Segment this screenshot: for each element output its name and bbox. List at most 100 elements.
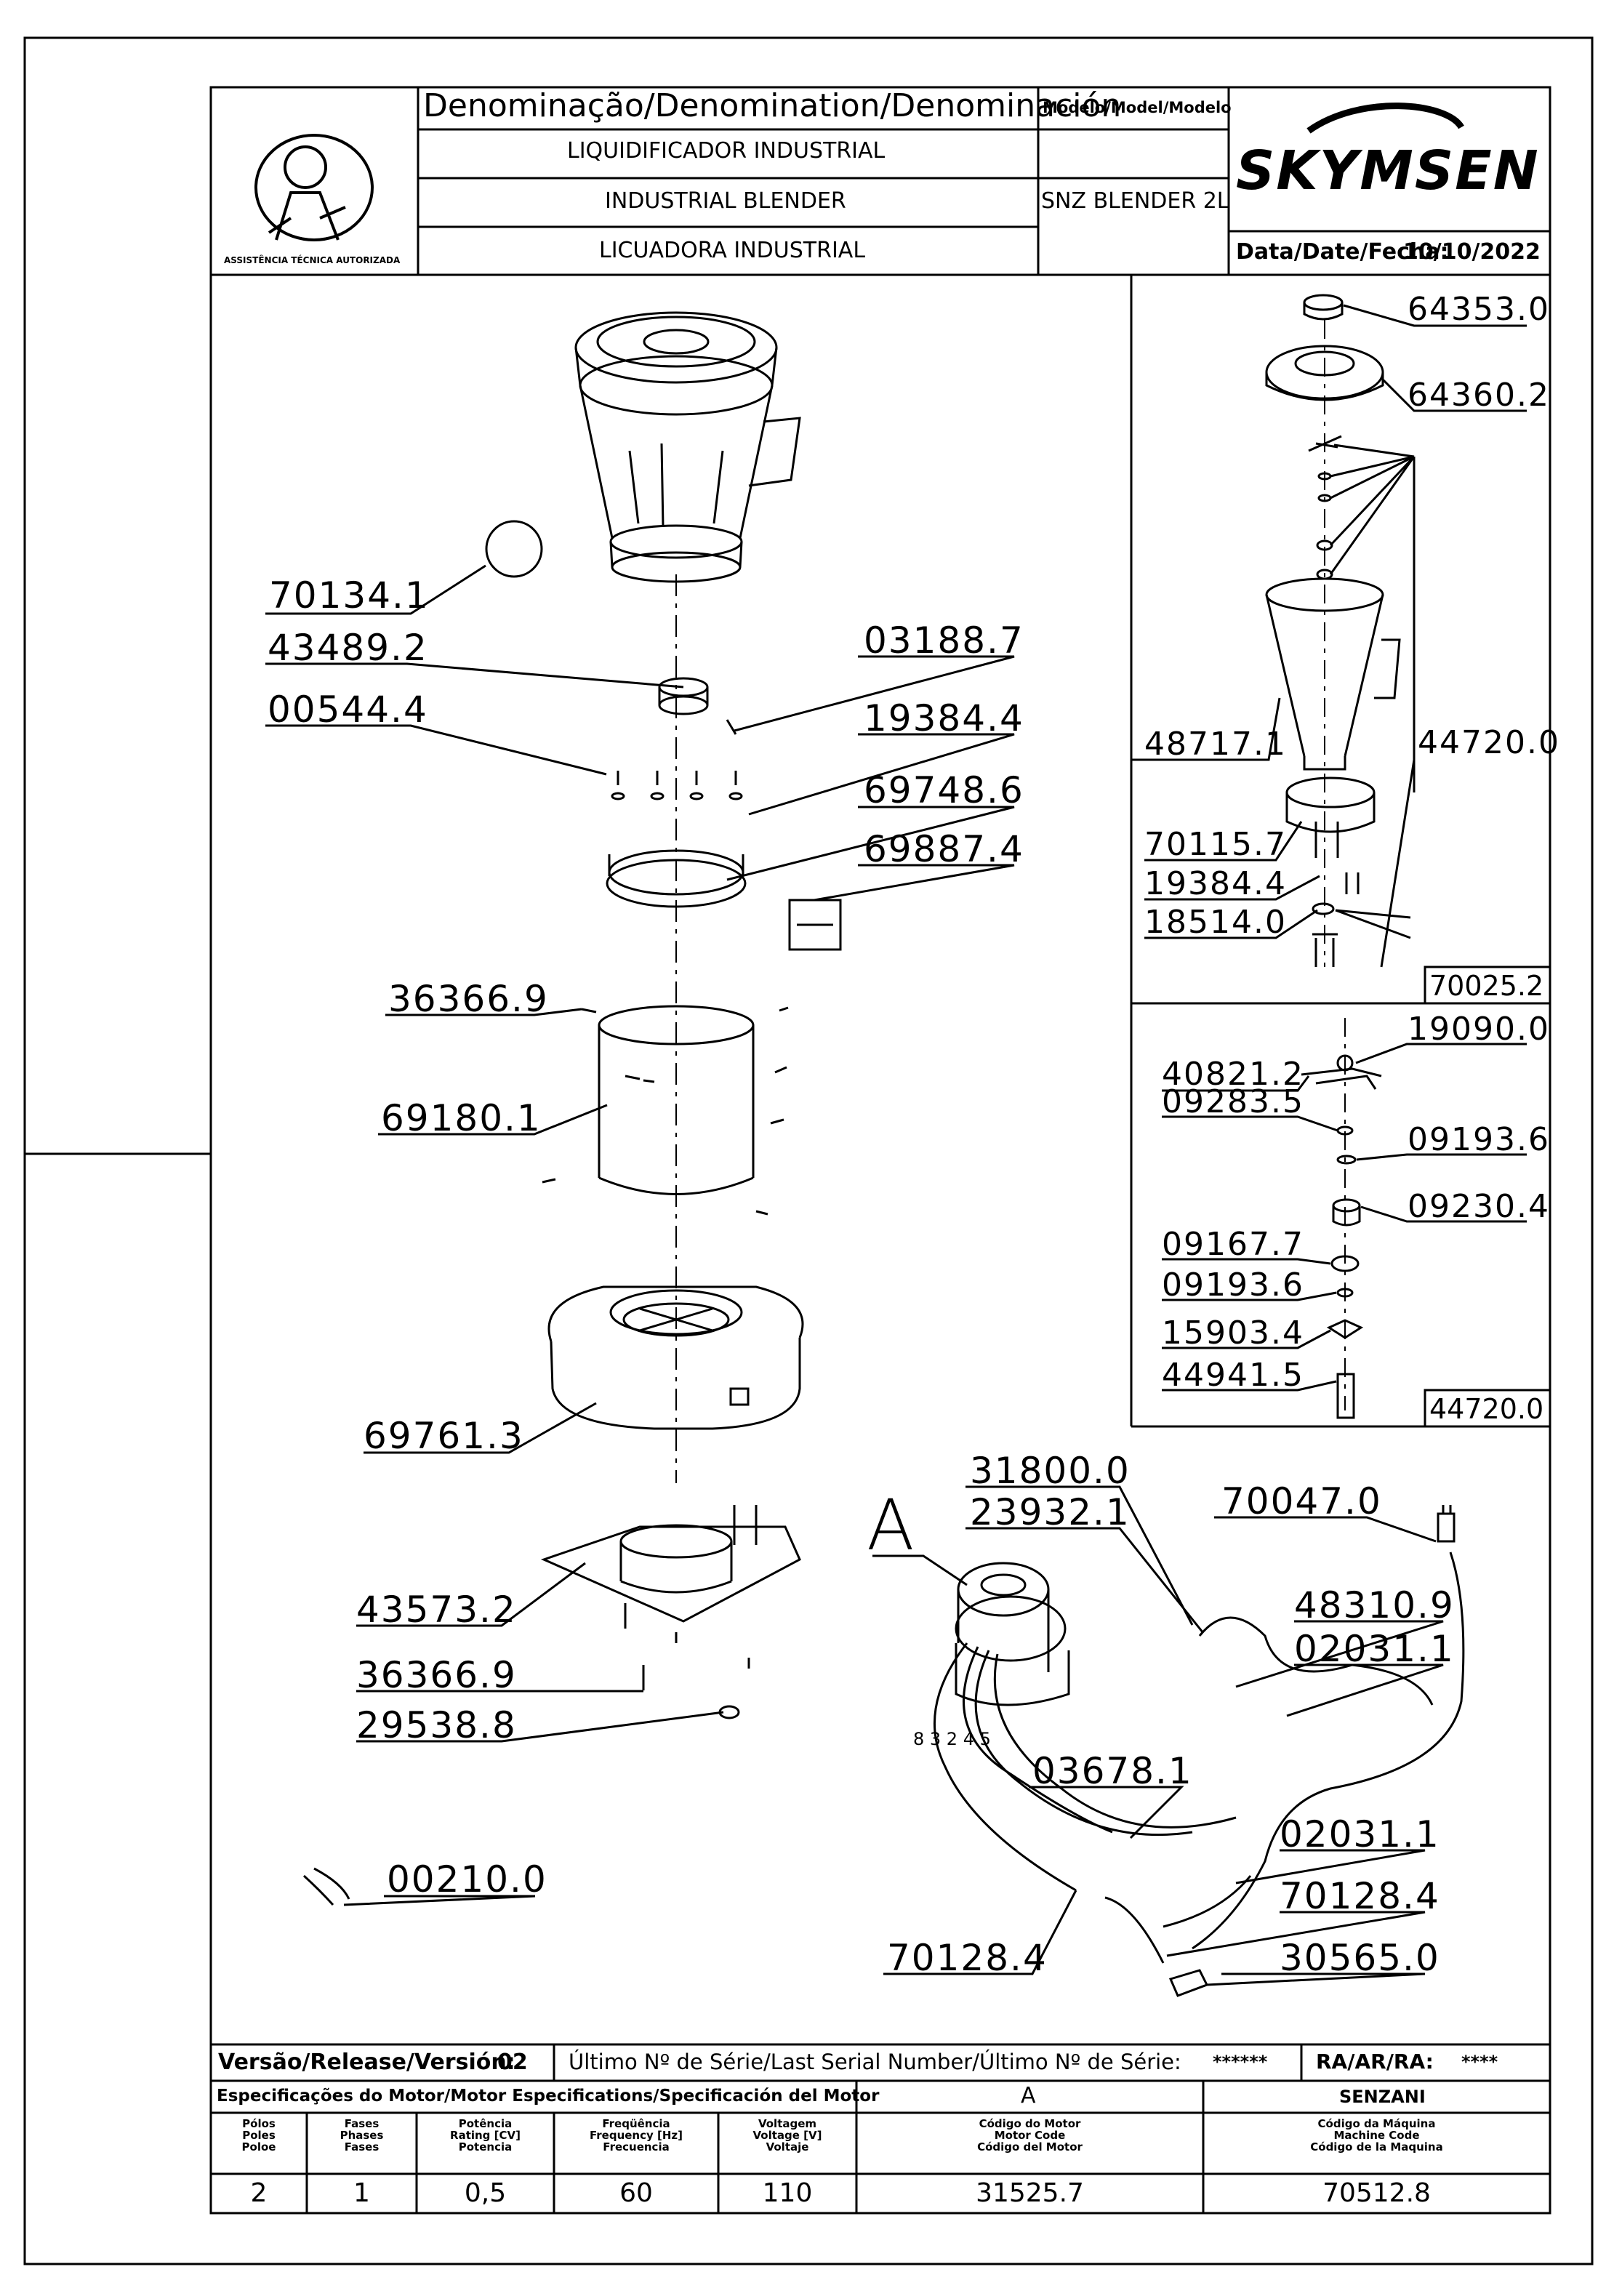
part-label: 43573.2 — [356, 1589, 517, 1631]
ra-value: **** — [1461, 2052, 1498, 2072]
part-label: 31800.0 — [970, 1450, 1131, 1492]
part-label: 02031.1 — [1280, 1813, 1440, 1855]
part-label: 64353.0 — [1408, 291, 1550, 328]
lid-cap — [1303, 294, 1344, 311]
screw-bottom — [642, 1658, 750, 1690]
part-label: 70128.4 — [1280, 1875, 1440, 1917]
jar-small — [1265, 577, 1401, 771]
coupling-part — [658, 677, 709, 715]
col-header-frequency: Freqüência Frequency [Hz] Frecuencia — [589, 2117, 683, 2153]
col-header-machine-code: Código da Máquina Machine Code Código de… — [1310, 2117, 1443, 2153]
manufacturer: SENZANI — [1339, 2087, 1426, 2107]
part-label: 69887.4 — [864, 828, 1024, 870]
motor-wires — [933, 1642, 1237, 1892]
serial-label: Último Nº de Série/Last Serial Number/Úl… — [569, 2050, 1181, 2074]
part-label: 30565.0 — [1280, 1937, 1440, 1979]
motor — [955, 1562, 1070, 1706]
part-label: 09193.6 — [1408, 1121, 1550, 1158]
part-label: 48717.1 — [1144, 726, 1287, 763]
detail-a-leader — [872, 1554, 968, 1586]
name-spanish: LICUADORA INDUSTRIAL — [599, 238, 866, 263]
part-label: 44941.5 — [1162, 1357, 1304, 1394]
part-label: 00544.4 — [268, 689, 428, 731]
part-label: 18514.0 — [1144, 904, 1287, 941]
col-header-phases: Fases Phases Fases — [340, 2117, 384, 2153]
part-label: 70115.7 — [1144, 826, 1287, 863]
col-header-power: Potência Rating [CV] Potencia — [450, 2117, 521, 2153]
motor-housing-cylinder — [598, 1005, 755, 1195]
brand-swoosh-icon — [1306, 103, 1464, 134]
title-frame — [209, 86, 1551, 2215]
part-label: 36366.9 — [388, 978, 549, 1020]
brand-logo: SKYMSEN — [1236, 140, 1540, 202]
part-label: 43489.2 — [268, 627, 428, 669]
version-label: Versão/Release/Versión: — [218, 2050, 515, 2075]
blade-assembly-small — [1308, 435, 1342, 452]
screw-set-top — [611, 719, 743, 800]
part-label: 00210.0 — [387, 1858, 547, 1900]
outer-border — [23, 36, 1594, 2265]
part-label: 69761.3 — [364, 1415, 524, 1457]
motor-letter: A — [1021, 2083, 1036, 2108]
part-label: 44720.0 — [1418, 724, 1560, 761]
part-label: 69748.6 — [864, 769, 1024, 811]
part-label: 09193.6 — [1162, 1267, 1304, 1304]
val-motor-code: 31525.7 — [976, 2178, 1084, 2208]
motor-spec-title: Especificações do Motor/Motor Especifica… — [217, 2087, 880, 2106]
name-english: INDUSTRIAL BLENDER — [605, 188, 846, 214]
part-label: 40821.2 — [1162, 1056, 1304, 1093]
val-power: 0,5 — [464, 2178, 507, 2208]
reference-circle — [485, 520, 543, 578]
part-label: 70025.2 — [1429, 970, 1544, 1002]
val-voltage: 110 — [762, 2178, 813, 2208]
part-label: 19384.4 — [1144, 865, 1287, 902]
part-label: 48310.9 — [1294, 1584, 1455, 1626]
model-value: SNZ BLENDER 2L — [1041, 188, 1229, 214]
seal-ring — [1336, 1125, 1354, 1136]
part-label: 19384.4 — [864, 697, 1024, 739]
blade-assembly — [1301, 1067, 1382, 1090]
blender-jar — [574, 311, 801, 583]
seal-caption-text: ASSISTÊNCIA TÉCNICA AUTORIZADA — [224, 255, 401, 265]
part-label: 70128.4 — [887, 1937, 1048, 1979]
name-portuguese: LIQUIDIFICADOR INDUSTRIAL — [567, 138, 886, 164]
part-label: 44720.0 — [1429, 1393, 1544, 1425]
col-header-voltage: Voltagem Voltage [V] Voltaje — [752, 2117, 822, 2153]
seal-icon — [254, 134, 374, 241]
power-cord — [1192, 1552, 1465, 1950]
part-label: 15903.4 — [1162, 1314, 1304, 1352]
val-phases: 1 — [353, 2178, 370, 2208]
part-label: 29538.8 — [356, 1704, 517, 1746]
part-label: 64360.2 — [1408, 377, 1550, 414]
part-label: 69180.1 — [381, 1097, 542, 1139]
col-header-motor-code: Código do Motor Motor Code Código del Mo… — [977, 2117, 1083, 2153]
part-label: 70134.1 — [269, 574, 430, 617]
part-label: 03188.7 — [864, 619, 1024, 662]
val-machine-code: 70512.8 — [1322, 2178, 1431, 2208]
ra-label: RA/AR/RA: — [1316, 2050, 1434, 2074]
wire-numbers: 8 3 2 4 5 — [913, 1729, 991, 1749]
part-label: 02031.1 — [1294, 1628, 1455, 1670]
part-label: 36366.9 — [356, 1654, 517, 1696]
drive-shaft — [1336, 1373, 1355, 1419]
detail-a-marker: A — [867, 1485, 915, 1566]
part-label: 70047.0 — [1221, 1480, 1382, 1522]
model-title: Modelo/Model/Modelo — [1043, 99, 1232, 116]
cord-plug-icon — [1437, 1505, 1456, 1543]
bottom-cover — [540, 1505, 801, 1643]
part-label: 09230.4 — [1408, 1188, 1550, 1225]
col-header-poles: Pólos Poles Poloe — [241, 2117, 276, 2153]
housing-screws — [542, 1006, 789, 1216]
part-label: 19090.0 — [1408, 1011, 1550, 1048]
coupling-plate — [606, 849, 747, 908]
part-label: 03678.1 — [1032, 1750, 1193, 1792]
val-poles: 2 — [250, 2178, 268, 2208]
part-label: 09167.7 — [1162, 1226, 1304, 1263]
date-value: 10/10/2022 — [1403, 239, 1541, 265]
serial-value: ****** — [1213, 2052, 1268, 2072]
switch-icon — [1168, 1969, 1209, 1997]
part-label: 09283.5 — [1162, 1083, 1304, 1120]
val-frequency: 60 — [619, 2178, 653, 2208]
